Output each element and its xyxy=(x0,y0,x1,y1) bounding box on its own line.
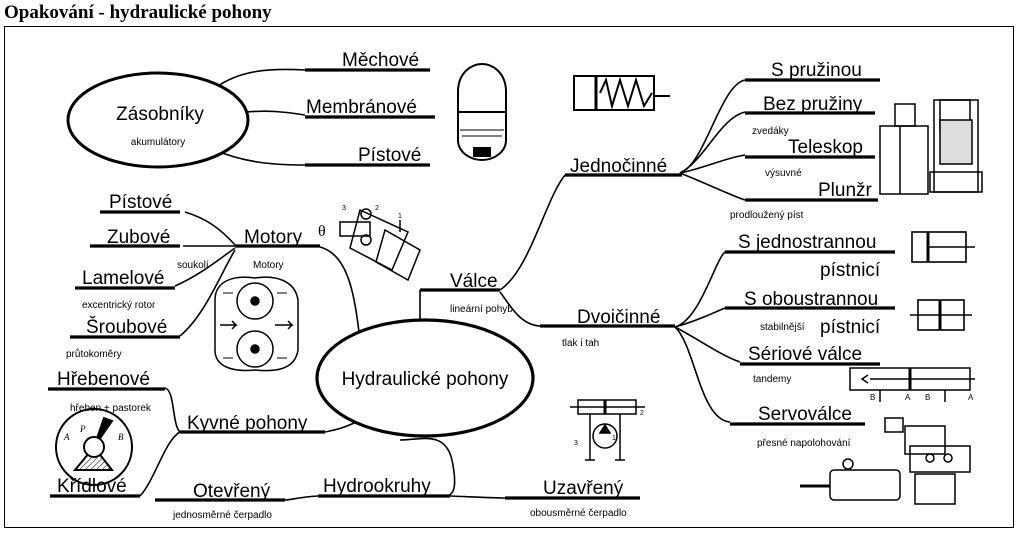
cylinders-label: Válce xyxy=(450,271,498,292)
single-note-2: zvedáky xyxy=(752,126,789,137)
circuit-closed-note: obousměrné čerpadlo xyxy=(530,508,627,519)
servo-cylinder-illustration xyxy=(800,417,971,505)
motor-num-3: 3 xyxy=(342,205,346,212)
motor-note-2: soukolí xyxy=(177,260,209,271)
tandem-label-b2: B xyxy=(925,393,930,402)
accumulator-item-2: Membránové xyxy=(306,97,417,118)
swing-note-1: hřeben + pastorek xyxy=(70,403,152,414)
motor-num-2: 2 xyxy=(375,205,379,212)
accumulator-item-3: Pístové xyxy=(358,145,421,166)
cylinders-note: lineární pohyb xyxy=(450,304,513,315)
accumulators-subtitle: akumulátory xyxy=(131,137,185,148)
motors-caption: Motory xyxy=(253,260,284,271)
theta-symbol: θ xyxy=(318,223,326,240)
double-rod-cylinder-symbol xyxy=(910,299,972,331)
circuit-open-label: Otevřený xyxy=(193,481,271,502)
double-item-2: S oboustrannou xyxy=(744,289,878,310)
double-acting-note: tlak i tah xyxy=(562,338,599,349)
circuit-num-1: 1 xyxy=(612,435,616,442)
double-item-4: Servoválce xyxy=(758,404,852,425)
motor-note-3: excentrický rotor xyxy=(82,300,156,311)
vane-label-a: A xyxy=(63,432,70,442)
single-rod-cylinder-symbol xyxy=(911,231,975,263)
swing-label: Kyvné pohony xyxy=(187,413,308,434)
double-note-3: tandemy xyxy=(753,374,791,385)
circuit-closed-label: Uzavřený xyxy=(543,478,624,499)
motor-note-4: průtokoměry xyxy=(66,348,122,360)
accumulator-item-1: Měchové xyxy=(342,50,419,71)
single-note-4: prodloužený píst xyxy=(730,210,804,221)
single-acting-label: Jednočinné xyxy=(570,156,667,177)
single-item-1: S pružinou xyxy=(771,60,862,81)
single-item-2: Bez pružiny xyxy=(763,94,863,115)
single-note-3: výsuvné xyxy=(765,168,802,179)
vane-actuator-illustration: A B P xyxy=(55,408,133,486)
motor-item-4: Šroubové xyxy=(86,316,167,338)
ram-cylinder-illustrations xyxy=(879,99,983,195)
swing-item-2: Křídlové xyxy=(57,476,127,497)
double-acting-label: Dvoičinné xyxy=(577,307,660,328)
circuit-num-2: 2 xyxy=(640,410,644,417)
piston-motor-illustration: θ 3 2 1 xyxy=(318,205,421,282)
spring-cylinder-illustration xyxy=(573,75,670,111)
motor-item-1: Pístové xyxy=(109,192,172,213)
accumulators-node xyxy=(66,71,250,169)
tandem-cylinder-illustration: B A B A xyxy=(849,367,975,402)
center-node xyxy=(315,318,535,438)
tandem-label-b1: B xyxy=(870,393,875,402)
vane-label-p: P xyxy=(79,424,86,434)
circuits-label: Hydrookruhy xyxy=(323,476,431,497)
underlines xyxy=(48,68,895,502)
accumulators-title: Zásobníky xyxy=(116,104,204,125)
motor-num-1: 1 xyxy=(398,213,402,220)
center-label: Hydraulické pohony xyxy=(342,369,509,390)
double-item-1: S jednostrannou xyxy=(738,232,876,253)
circuit-open-note: jednosměrné čerpadlo xyxy=(172,510,272,521)
hydraulic-circuit-symbol: 3 2 1 xyxy=(570,399,645,461)
motors-label: Motory xyxy=(244,227,303,248)
double-item-2-line2: pístnicí xyxy=(820,317,881,338)
motor-item-3: Lamelové xyxy=(82,268,164,289)
gear-pump-illustration xyxy=(214,276,299,372)
accumulator-tank-illustration xyxy=(457,62,507,162)
double-note-2: stabilnější xyxy=(760,322,805,333)
diagram-frame xyxy=(4,26,1014,528)
vane-label-b: B xyxy=(118,432,124,442)
double-note-4: přesné napolohování xyxy=(757,438,851,449)
single-item-4: Plunžr xyxy=(818,180,873,201)
tandem-label-a2: A xyxy=(968,393,974,402)
motor-item-2: Zubové xyxy=(107,227,170,248)
single-item-3: Teleskop xyxy=(788,137,863,158)
swing-item-1: Hřebenové xyxy=(57,369,150,390)
page-title: Opakování - hydraulické pohony xyxy=(4,2,272,23)
circuit-num-3: 3 xyxy=(574,440,578,447)
double-item-3: Sériové válce xyxy=(748,344,862,365)
double-item-1-line2: pístnicí xyxy=(820,260,881,281)
tandem-label-a1: A xyxy=(905,393,911,402)
